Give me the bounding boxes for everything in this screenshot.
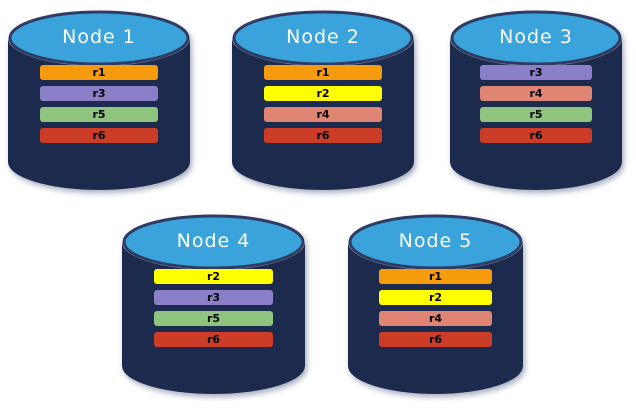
replica-bar-r1[interactable]: r1 bbox=[263, 65, 383, 80]
replica-list: r1 r3 r5 r6 bbox=[8, 65, 190, 143]
replica-bar-r5[interactable]: r5 bbox=[154, 311, 273, 326]
replica-bar-r2[interactable]: r2 bbox=[154, 269, 273, 284]
replica-bar-r6[interactable]: r6 bbox=[378, 332, 493, 347]
replica-bar-r4[interactable]: r4 bbox=[263, 107, 383, 122]
replica-bar-r5[interactable]: r5 bbox=[39, 107, 159, 122]
replica-bar-r3[interactable]: r3 bbox=[39, 86, 159, 101]
replica-bar-r4[interactable]: r4 bbox=[378, 311, 493, 326]
replica-bar-r2[interactable]: r2 bbox=[263, 86, 383, 101]
replica-bar-r4[interactable]: r4 bbox=[480, 86, 592, 101]
replica-bar-r1[interactable]: r1 bbox=[39, 65, 159, 80]
replica-list: r3 r4 r5 r6 bbox=[450, 65, 622, 143]
replica-bar-r6[interactable]: r6 bbox=[39, 128, 159, 143]
replica-list: r1 r2 r4 r6 bbox=[348, 269, 523, 347]
replica-bar-r3[interactable]: r3 bbox=[154, 290, 273, 305]
replica-bar-r6[interactable]: r6 bbox=[154, 332, 273, 347]
replica-bar-r5[interactable]: r5 bbox=[480, 107, 592, 122]
replica-bar-r3[interactable]: r3 bbox=[480, 65, 592, 80]
replica-bar-r6[interactable]: r6 bbox=[480, 128, 592, 143]
replica-bar-r1[interactable]: r1 bbox=[378, 269, 493, 284]
replica-bar-r2[interactable]: r2 bbox=[378, 290, 493, 305]
replica-list: r1 r2 r4 r6 bbox=[232, 65, 414, 143]
replica-bar-r6[interactable]: r6 bbox=[263, 128, 383, 143]
replica-list: r2 r3 r5 r6 bbox=[122, 269, 305, 347]
